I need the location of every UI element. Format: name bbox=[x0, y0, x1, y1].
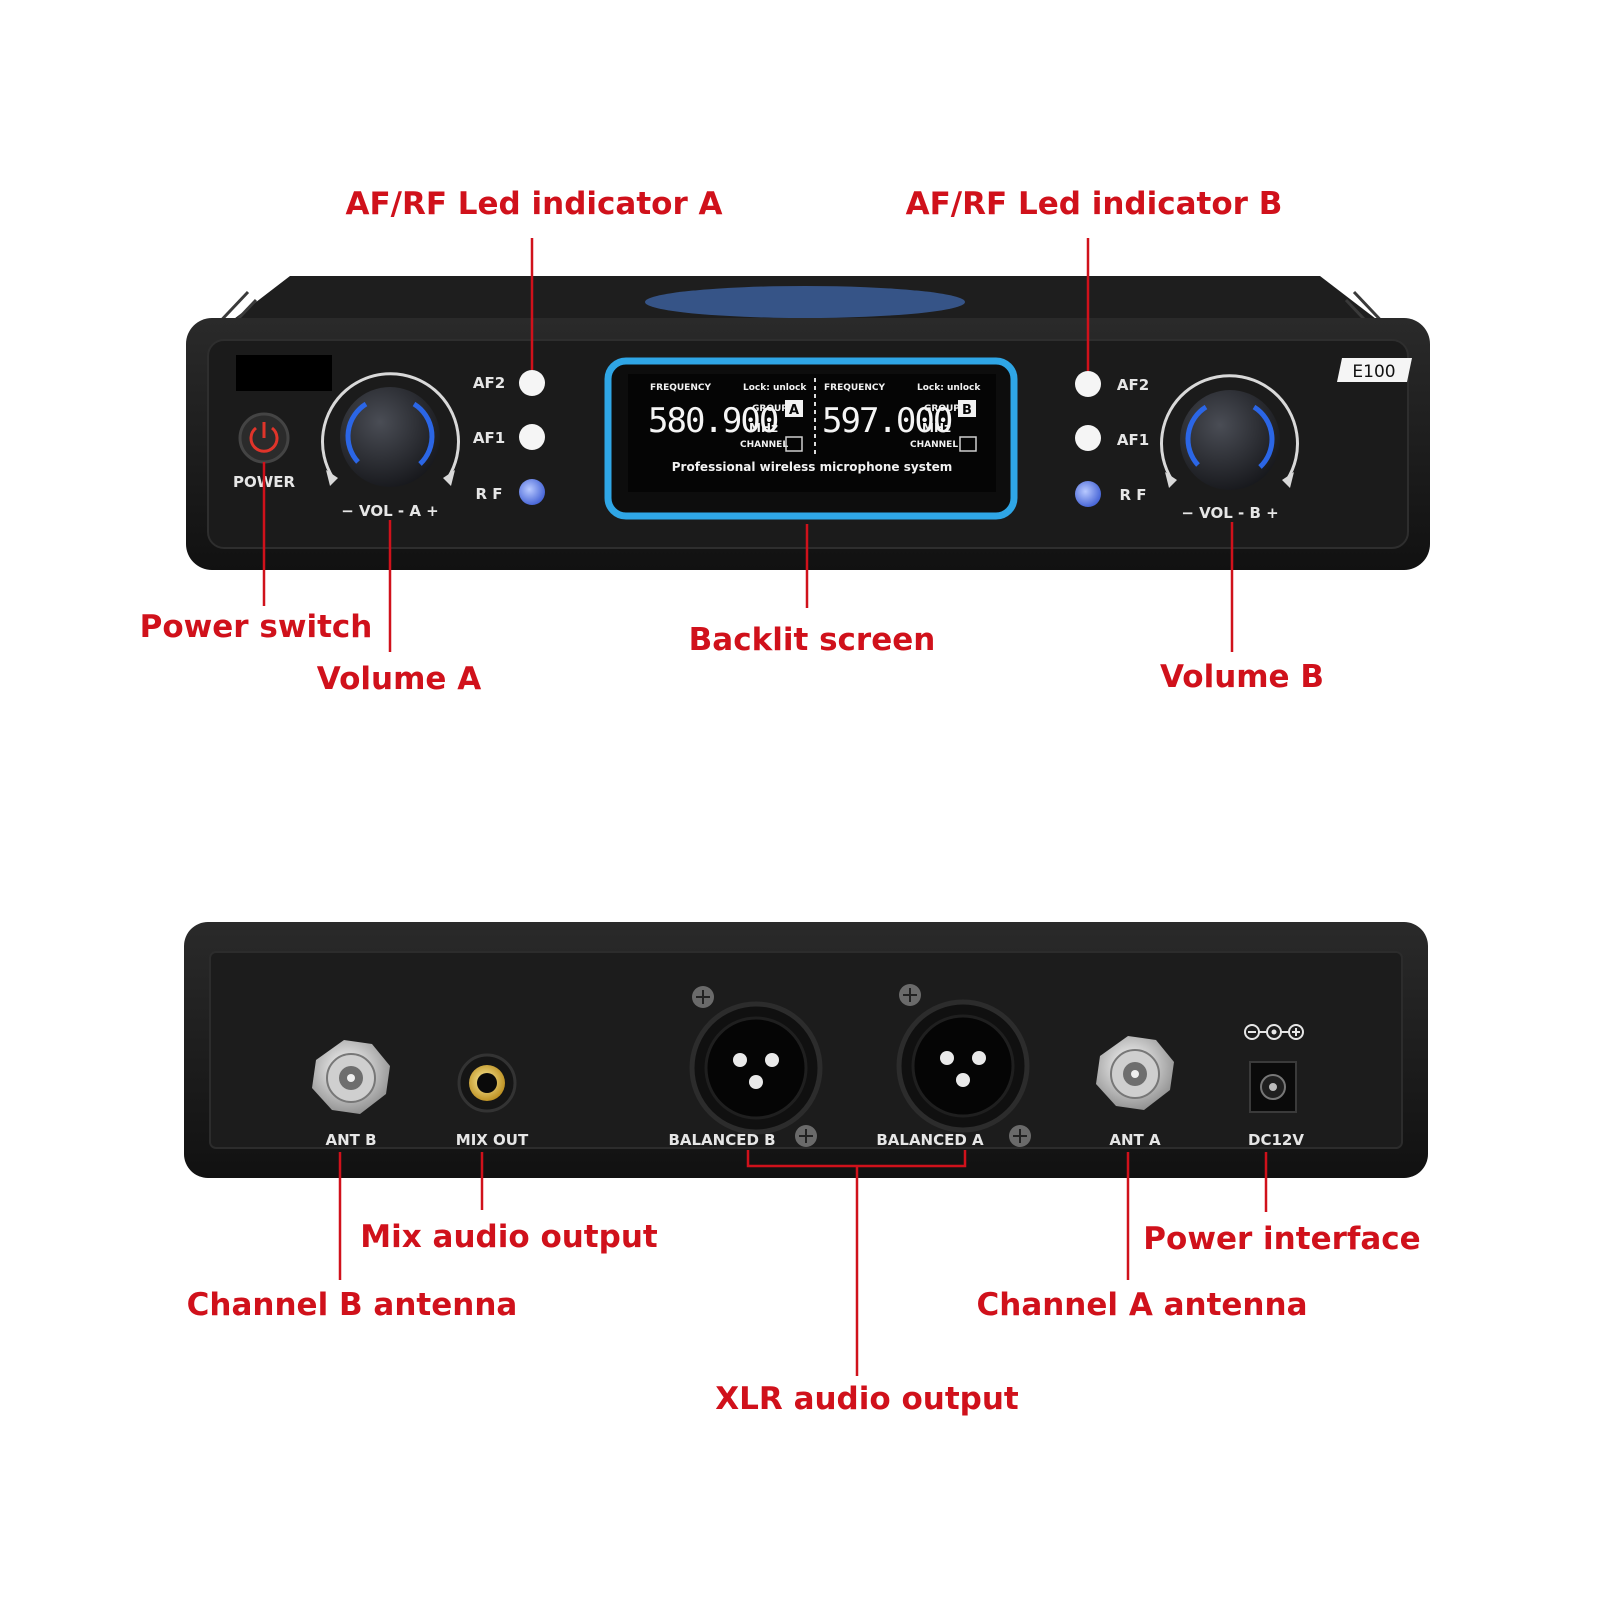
rf-a-led bbox=[519, 479, 545, 505]
callout-channel-b-antenna: Channel B antenna bbox=[187, 1287, 518, 1323]
rf-a-label: R F bbox=[475, 485, 502, 503]
balanced-a-label: BALANCED A bbox=[876, 1131, 984, 1149]
callout-channel-a-antenna: Channel A antenna bbox=[977, 1287, 1308, 1323]
unit-b: MHz bbox=[922, 421, 951, 435]
af1-b-label: AF1 bbox=[1117, 431, 1149, 449]
group-b-value: B bbox=[962, 403, 972, 418]
power-button[interactable] bbox=[238, 412, 290, 464]
model-badge: E100 bbox=[1337, 358, 1412, 382]
channel-b-value bbox=[959, 436, 977, 452]
channel-a-value bbox=[785, 436, 803, 452]
xlr-a-connector[interactable] bbox=[896, 984, 1031, 1147]
group-a-value: A bbox=[789, 403, 799, 418]
group-label-a: GROUP bbox=[752, 404, 788, 414]
callout-power-interface: Power interface bbox=[1143, 1221, 1420, 1257]
group-label-b: GROUP bbox=[924, 404, 960, 414]
mix-out-jack[interactable] bbox=[457, 1053, 517, 1113]
vol-b-label: − VOL - B + bbox=[1181, 504, 1278, 522]
backlit-screen: FREQUENCY Lock: unlock FREQUENCY Lock: u… bbox=[604, 357, 1018, 520]
callout-lines bbox=[262, 238, 1268, 1376]
rf-b-label: R F bbox=[1119, 486, 1146, 504]
screen-tagline: Professional wireless microphone system bbox=[672, 460, 952, 474]
af1-a-led bbox=[519, 424, 545, 450]
ant-b-label: ANT B bbox=[325, 1131, 376, 1149]
volume-b-knob[interactable] bbox=[1160, 374, 1299, 490]
balanced-b-label: BALANCED B bbox=[668, 1131, 775, 1149]
callout-volume-b: Volume B bbox=[1160, 659, 1324, 695]
lock-label-a: Lock: unlock bbox=[743, 383, 807, 393]
channel-label-a: CHANNEL bbox=[740, 440, 788, 450]
freq-a-value: 580.900 bbox=[648, 401, 778, 441]
rf-b-led bbox=[1075, 481, 1101, 507]
power-icon bbox=[249, 422, 279, 453]
freq-label-b: FREQUENCY bbox=[824, 383, 885, 393]
volume-a-knob[interactable] bbox=[321, 372, 460, 487]
callout-backlit-screen: Backlit screen bbox=[689, 622, 936, 658]
ant-a-connector[interactable] bbox=[1096, 1036, 1174, 1110]
af1-b-led bbox=[1075, 425, 1101, 451]
xlr-b-connector[interactable] bbox=[689, 986, 823, 1147]
freq-b-value: 597.000 bbox=[822, 401, 952, 441]
dc12v-label: DC12V bbox=[1248, 1131, 1304, 1149]
lock-label-b: Lock: unlock bbox=[917, 383, 981, 393]
front-panel: POWER − VOL - A + AF2 AF1 R F FREQUENCY … bbox=[186, 276, 1430, 570]
callout-af-rf-a: AF/RF Led indicator A bbox=[345, 186, 722, 222]
af2-b-label: AF2 bbox=[1117, 376, 1149, 394]
callout-xlr-audio-output: XLR audio output bbox=[715, 1381, 1019, 1417]
af2-b-led bbox=[1075, 371, 1101, 397]
channel-label-b: CHANNEL bbox=[910, 440, 958, 450]
ant-a-label: ANT A bbox=[1109, 1131, 1161, 1149]
af2-a-led bbox=[519, 370, 545, 396]
dc-power-jack[interactable] bbox=[1249, 1061, 1297, 1113]
vol-a-label: − VOL - A + bbox=[341, 502, 439, 520]
af2-a-label: AF2 bbox=[473, 374, 505, 392]
back-panel: ANT B MIX OUT BALANCED B bbox=[184, 922, 1428, 1178]
callout-mix-audio-output: Mix audio output bbox=[360, 1219, 658, 1255]
callout-power-switch: Power switch bbox=[140, 609, 373, 645]
freq-label-a: FREQUENCY bbox=[650, 383, 711, 393]
ant-b-connector[interactable] bbox=[312, 1040, 390, 1114]
model-label: E100 bbox=[1352, 362, 1395, 382]
unit-a: MHz bbox=[749, 421, 778, 435]
af1-a-label: AF1 bbox=[473, 429, 505, 447]
mix-out-label: MIX OUT bbox=[456, 1131, 529, 1149]
callout-volume-a: Volume A bbox=[317, 661, 481, 697]
dc-polarity-icon bbox=[1244, 1024, 1304, 1040]
logo-placeholder bbox=[236, 355, 332, 391]
callout-af-rf-b: AF/RF Led indicator B bbox=[906, 186, 1283, 222]
